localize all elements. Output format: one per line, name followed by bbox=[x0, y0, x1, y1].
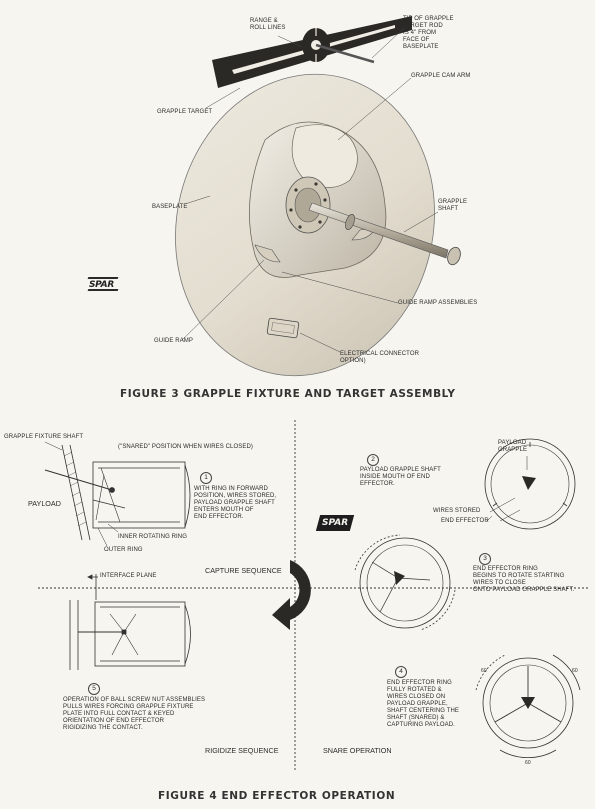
end-effector-diagram bbox=[38, 420, 590, 770]
figure-3-caption: FIGURE 3 GRAPPLE FIXTURE AND TARGET ASSE… bbox=[120, 388, 456, 400]
grapple-cam-arm bbox=[291, 124, 358, 188]
figure-4-caption: FIGURE 4 END EFFECTOR OPERATION bbox=[158, 790, 396, 802]
label-baseplate: BASEPLATE bbox=[152, 204, 188, 210]
capture-rotation-arrow bbox=[272, 560, 311, 630]
label-guide-ramp: GUIDE RAMP bbox=[154, 338, 194, 344]
label-target-rod-tip: TIP OF GRAPPLE TARGET ROD IS 4" FROM FAC… bbox=[403, 16, 454, 50]
step-4-number: 4 bbox=[395, 666, 407, 678]
label-dimension-b: 60 bbox=[572, 668, 578, 674]
label-guide-ramp-assemblies: GUIDE RAMP ASSEMBLIES bbox=[398, 300, 478, 306]
guide-ramp-left bbox=[254, 244, 281, 263]
label-capture-sequence: CAPTURE SEQUENCE bbox=[205, 566, 282, 575]
end-effector-body-5 bbox=[94, 601, 186, 667]
label-payload: PAYLOAD bbox=[28, 499, 61, 508]
label-dimension-c: 60 bbox=[525, 760, 531, 766]
label-rigidize-sequence: RIGIDIZE SEQUENCE bbox=[205, 746, 279, 755]
label-snared-position: ("SNARED" POSITION WHEN WIRES CLOSED) bbox=[118, 444, 253, 450]
step-2-text: PAYLOAD GRAPPLE SHAFT INSIDE MOUTH OF EN… bbox=[360, 467, 441, 487]
step-1-number: 1 bbox=[200, 472, 212, 484]
effector-ring-4 bbox=[482, 657, 574, 749]
step-5-number: 5 bbox=[88, 683, 100, 695]
end-effector-body-1 bbox=[92, 461, 186, 529]
step-4-text: END EFFECTOR RING FULLY ROTATED & WIRES … bbox=[387, 680, 460, 728]
spar-logo-figure3: SPAR bbox=[87, 277, 120, 291]
step-3-number: 3 bbox=[479, 553, 491, 565]
label-payload-grapple: PAYLOAD GRAPPLE bbox=[498, 440, 528, 453]
label-wires-stored: WIRES STORED bbox=[433, 508, 481, 514]
step-3-text: END EFFECTOR RING BEGINS TO ROTATE START… bbox=[473, 566, 575, 593]
step-2-number: 2 bbox=[367, 454, 379, 466]
label-outer-ring: OUTER RING bbox=[104, 547, 143, 553]
effector-ring-2 bbox=[484, 438, 576, 530]
label-grapple-shaft: GRAPPLE SHAFT bbox=[438, 199, 468, 212]
step-5-text: OPERATION OF BALL SCREW NUT ASSEMBLIES P… bbox=[63, 697, 206, 731]
label-electrical-connector: ELECTRICAL CONNECTOR OPTION) bbox=[340, 351, 420, 364]
step-1-text: WITH RING IN FORWARD POSITION, WIRES STO… bbox=[194, 486, 277, 520]
label-dimension-a: 60 bbox=[481, 668, 487, 674]
spar-logo-figure4: SPAR bbox=[315, 515, 355, 531]
electrical-connector bbox=[266, 317, 300, 339]
grapple-shaft bbox=[308, 202, 449, 259]
label-end-effector: END EFFECTOR bbox=[441, 518, 489, 524]
label-inner-rotating-ring: INNER ROTATING RING bbox=[118, 534, 188, 540]
label-grapple-fixture-shaft: GRAPPLE FIXTURE SHAFT bbox=[4, 434, 84, 440]
label-range-roll-lines: RANGE & ROLL LINES bbox=[250, 18, 286, 31]
label-grapple-cam-arm: GRAPPLE CAM ARM bbox=[411, 73, 471, 79]
label-interface-plane: INTERFACE PLANE bbox=[100, 573, 157, 579]
label-snare-operation: SNARE OPERATION bbox=[323, 746, 392, 755]
effector-ring-3 bbox=[359, 537, 451, 629]
label-grapple-target: GRAPPLE TARGET bbox=[157, 109, 213, 115]
